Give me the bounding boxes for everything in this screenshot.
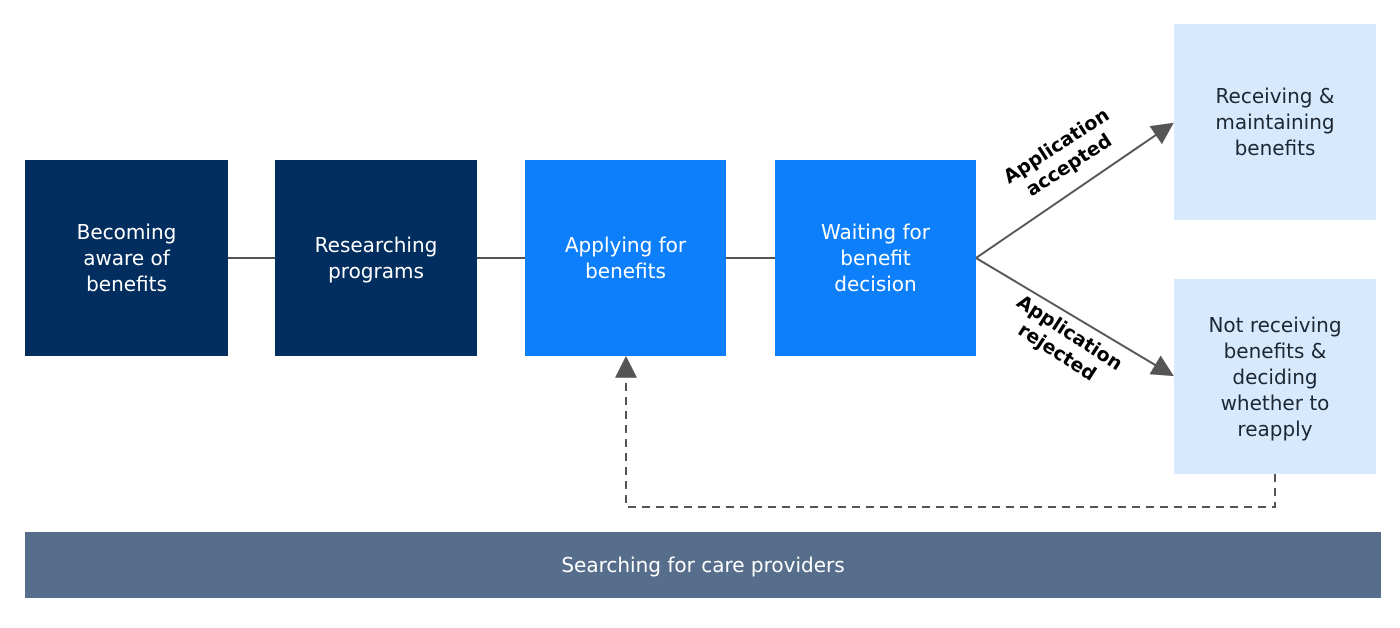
stage-becoming-aware-label: Becoming aware of benefits — [76, 220, 177, 296]
stage-not-receiving-benefits-label: Not receiving benefits & deciding whethe… — [1208, 312, 1342, 441]
arrow-rejected — [975, 257, 1174, 377]
care-providers-bar-label: Searching for care providers — [561, 553, 845, 577]
stage-researching-programs-label: Researching programs — [314, 233, 438, 283]
stage-waiting-for-decision: Waiting for benefit decision — [775, 160, 976, 356]
stage-applying-for-benefits-label: Applying for benefits — [564, 233, 687, 283]
stage-receiving-benefits-label: Receiving & maintaining benefits — [1215, 84, 1335, 160]
stage-not-receiving-benefits: Not receiving benefits & deciding whethe… — [1174, 279, 1376, 474]
stage-researching-programs: Researching programs — [275, 160, 477, 356]
stage-becoming-aware: Becoming aware of benefits — [25, 160, 228, 356]
stage-applying-for-benefits: Applying for benefits — [525, 160, 726, 356]
reapply-dashed-arrow — [615, 355, 1276, 508]
stage-receiving-benefits: Receiving & maintaining benefits — [1174, 24, 1376, 220]
arrow-accepted — [975, 122, 1174, 259]
care-providers-bar: Searching for care providers — [25, 532, 1381, 598]
stage-waiting-for-decision-label: Waiting for benefit decision — [821, 220, 930, 296]
